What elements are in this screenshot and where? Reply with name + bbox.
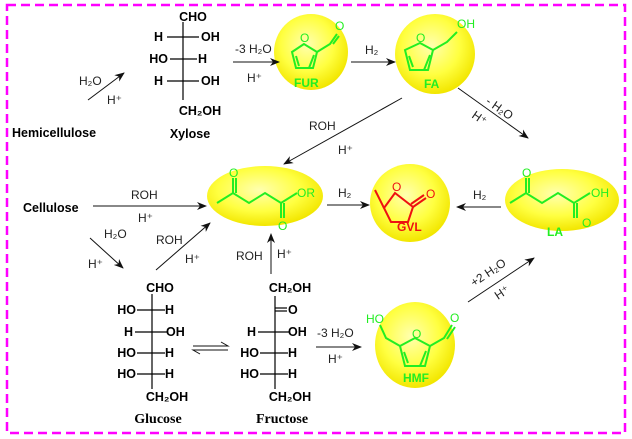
condition-text: ROH	[131, 188, 158, 202]
condition-text: H₂	[473, 188, 487, 202]
fa-to-la-arrow	[457, 87, 529, 139]
hmf-label: HMF	[403, 371, 429, 385]
gvl-label: GVL	[397, 220, 422, 234]
fa-to-ester-arrow	[283, 97, 403, 165]
fur-highlight	[274, 14, 348, 90]
gvl-highlight	[370, 164, 450, 242]
xylose-structure: CHO H OH HO H H OH CH₂OH	[149, 10, 221, 118]
svg-text:O: O	[582, 216, 591, 230]
condition-text: H⁺	[328, 352, 343, 366]
hemicellulose-label: Hemicellulose	[12, 126, 96, 140]
svg-text:H: H	[154, 30, 163, 44]
xylose-label: Xylose	[170, 127, 210, 141]
svg-text:H: H	[165, 303, 174, 317]
svg-text:O: O	[416, 31, 425, 45]
cellulose-label: Cellulose	[23, 201, 79, 215]
svg-text:HO: HO	[117, 367, 136, 381]
condition-text: H₂	[365, 43, 379, 57]
svg-text:O: O	[426, 187, 435, 201]
svg-text:OH: OH	[288, 325, 307, 339]
svg-text:OR: OR	[297, 186, 315, 200]
equilibrium-arrows	[191, 341, 230, 355]
glucose-label: Glucose	[134, 412, 181, 427]
svg-text:OH: OH	[591, 186, 609, 200]
svg-text:H: H	[124, 325, 133, 339]
svg-text:H: H	[288, 367, 297, 381]
furfuryl-alcohol-structure: O OH FA	[403, 17, 475, 91]
cellulose-hydrolysis-arrow	[89, 237, 124, 269]
svg-text:H: H	[288, 346, 297, 360]
fructose-label: Fructose	[256, 412, 308, 427]
condition-text: H⁺	[185, 252, 200, 266]
condition-text: ROH	[236, 249, 263, 263]
svg-text:O: O	[522, 166, 531, 180]
condition-text: H₂O	[104, 227, 127, 241]
svg-text:O: O	[300, 31, 309, 45]
svg-text:O: O	[335, 19, 344, 33]
svg-text:O: O	[392, 180, 401, 194]
svg-text:H: H	[165, 367, 174, 381]
hmf-to-la-arrow	[467, 257, 535, 303]
dashed-frame	[5, 3, 627, 435]
svg-text:H: H	[154, 74, 163, 88]
condition-text: H⁺	[277, 247, 292, 261]
fa-label: FA	[424, 77, 440, 91]
svg-text:O: O	[412, 327, 421, 341]
svg-text:OH: OH	[201, 30, 220, 44]
svg-text:CH₂OH: CH₂OH	[269, 390, 311, 404]
levulinate-ester-structure: O OR O	[216, 166, 315, 233]
svg-text:O: O	[450, 311, 459, 325]
svg-text:HO: HO	[149, 52, 168, 66]
svg-text:H: H	[198, 52, 207, 66]
svg-text:CHO: CHO	[179, 10, 207, 24]
glucose-to-ester-arrow	[155, 222, 211, 271]
glucose-structure: CHO HO H H OH HO H HO H CH₂OH	[117, 281, 188, 404]
condition-text: ROH	[156, 233, 183, 247]
condition-text: H⁺	[107, 93, 122, 107]
svg-text:CHO: CHO	[146, 281, 174, 295]
svg-text:O: O	[278, 219, 287, 233]
levulinic-acid-structure: O OH O LA	[509, 166, 609, 239]
svg-text:HO: HO	[366, 312, 384, 326]
gvl-structure: O O GVL	[374, 180, 435, 234]
svg-text:CH₂OH: CH₂OH	[269, 281, 311, 295]
la-label: LA	[547, 225, 563, 239]
la-highlight	[505, 169, 619, 231]
condition-text: H₂O	[79, 74, 102, 88]
condition-text: H₂	[338, 186, 352, 200]
svg-text:H: H	[247, 325, 256, 339]
condition-text: H⁺	[469, 108, 489, 128]
condition-text: ROH	[309, 119, 336, 133]
condition-text: -3 H₂O	[317, 326, 354, 340]
svg-text:HO: HO	[240, 346, 259, 360]
condition-text: -3 H₂O	[235, 42, 272, 56]
condition-text: H⁺	[338, 143, 353, 157]
hmf-highlight	[375, 302, 455, 388]
svg-text:OH: OH	[201, 74, 220, 88]
svg-text:O: O	[229, 166, 238, 180]
condition-text: H⁺	[88, 257, 103, 271]
condition-text: H⁺	[247, 71, 262, 85]
svg-text:HO: HO	[240, 367, 259, 381]
svg-text:H: H	[165, 346, 174, 360]
svg-text:CH₂OH: CH₂OH	[146, 390, 188, 404]
svg-text:O: O	[288, 303, 298, 317]
fur-label: FUR	[294, 76, 319, 90]
condition-text: H⁺	[138, 211, 153, 225]
fructose-structure: CH₂OH O H OH HO H HO H CH₂OH	[240, 281, 311, 404]
svg-text:OH: OH	[166, 325, 185, 339]
condition-text: H⁺	[492, 282, 512, 302]
svg-text:OH: OH	[457, 17, 475, 31]
svg-text:HO: HO	[117, 303, 136, 317]
svg-text:HO: HO	[117, 346, 136, 360]
hydrolysis-arrow	[87, 72, 125, 101]
svg-text:CH₂OH: CH₂OH	[179, 104, 221, 118]
hmf-structure: O HO O HMF	[366, 311, 459, 385]
furfural-structure: O O FUR	[290, 19, 344, 90]
